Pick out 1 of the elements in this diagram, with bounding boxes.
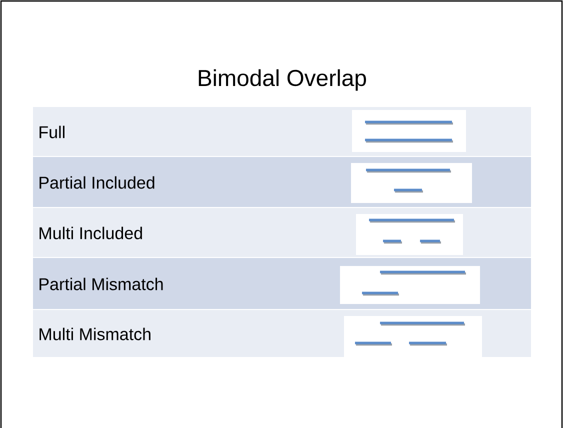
slide-title: Bimodal Overlap (198, 69, 366, 91)
